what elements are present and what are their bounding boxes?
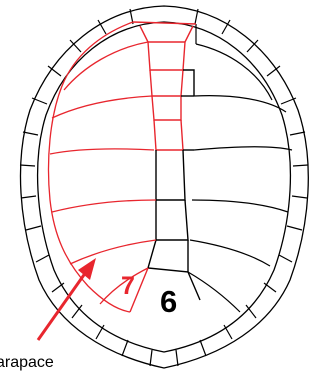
vertebral-scutes — [130, 22, 200, 312]
left-costal-scutes — [49, 22, 157, 312]
red-arrow-icon — [38, 258, 96, 340]
scute-number-6-black: 6 — [160, 284, 177, 320]
right-costal-scutes — [188, 24, 292, 312]
caption-label: arapace — [0, 354, 54, 372]
scute-number-7-red: 7 — [121, 272, 135, 301]
